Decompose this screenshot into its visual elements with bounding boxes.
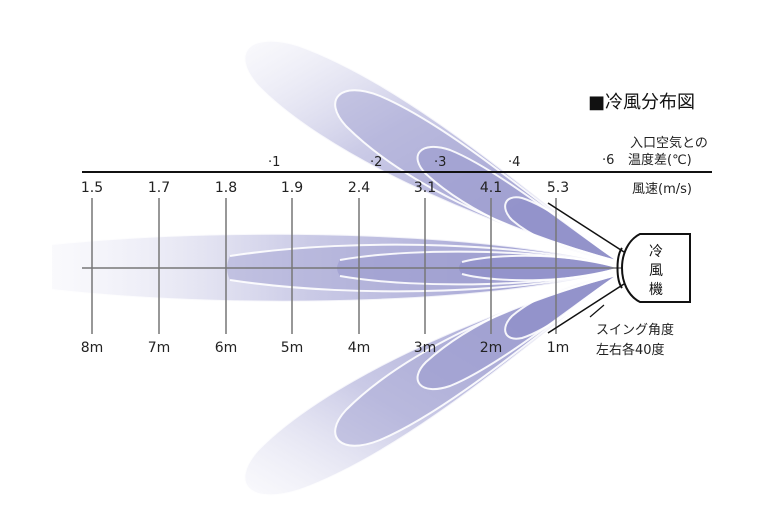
distance-label: 7m xyxy=(148,340,171,356)
swing-leader-lower xyxy=(547,283,625,334)
air-plume-upper xyxy=(243,39,621,263)
temp-diff-label-line2: 温度差(℃) xyxy=(628,152,692,168)
wind-speed-value: 1.5 xyxy=(81,180,103,196)
cooling-unit: 冷 風 機 xyxy=(616,233,691,303)
temp-diff-value-2: ·2 xyxy=(370,155,382,170)
wind-speed-label: 風速(m/s) xyxy=(632,182,692,197)
wind-speed-value: 5.3 xyxy=(547,180,569,196)
distance-labels: 8m 7m 6m 5m 4m 3m 2m 1m xyxy=(81,340,570,356)
wind-speed-value: 1.9 xyxy=(281,180,303,196)
temp-diff-value-4: ·4 xyxy=(508,155,520,170)
swing-leader-upper xyxy=(547,202,625,253)
distance-label: 1m xyxy=(547,340,570,356)
swing-label-leader xyxy=(589,304,605,318)
wind-speed-value: 1.7 xyxy=(148,180,170,196)
distance-label: 6m xyxy=(215,340,238,356)
swing-label-line1: スイング角度 xyxy=(596,322,674,338)
wind-speed-value: 1.8 xyxy=(215,180,237,196)
distance-label: 5m xyxy=(281,340,304,356)
temp-diff-value-1: ·1 xyxy=(268,155,280,170)
distance-label: 8m xyxy=(81,340,104,356)
swing-label-line2: 左右各40度 xyxy=(596,342,665,358)
wind-speed-value: 3.1 xyxy=(414,180,436,196)
distance-label: 2m xyxy=(480,340,503,356)
temp-diff-value-3: ·3 xyxy=(434,155,446,170)
unit-label-char-2: 風 xyxy=(649,263,663,279)
distance-label: 4m xyxy=(348,340,371,356)
wind-speed-value: 2.4 xyxy=(348,180,370,196)
unit-label-char-3: 機 xyxy=(649,282,663,298)
unit-label-char-1: 冷 xyxy=(649,244,663,260)
wind-speed-value: 4.1 xyxy=(480,180,502,196)
temp-diff-label-line1: 入口空気との xyxy=(630,135,708,151)
temp-diff-value-6: ·6 xyxy=(602,153,614,168)
diagram-title: ■冷風分布図 xyxy=(588,92,695,113)
distance-label: 3m xyxy=(414,340,437,356)
air-plume-lower xyxy=(243,273,621,497)
distance-gridlines xyxy=(91,198,557,334)
wind-speed-values: 1.5 1.7 1.8 1.9 2.4 3.1 4.1 5.3 xyxy=(81,180,569,196)
